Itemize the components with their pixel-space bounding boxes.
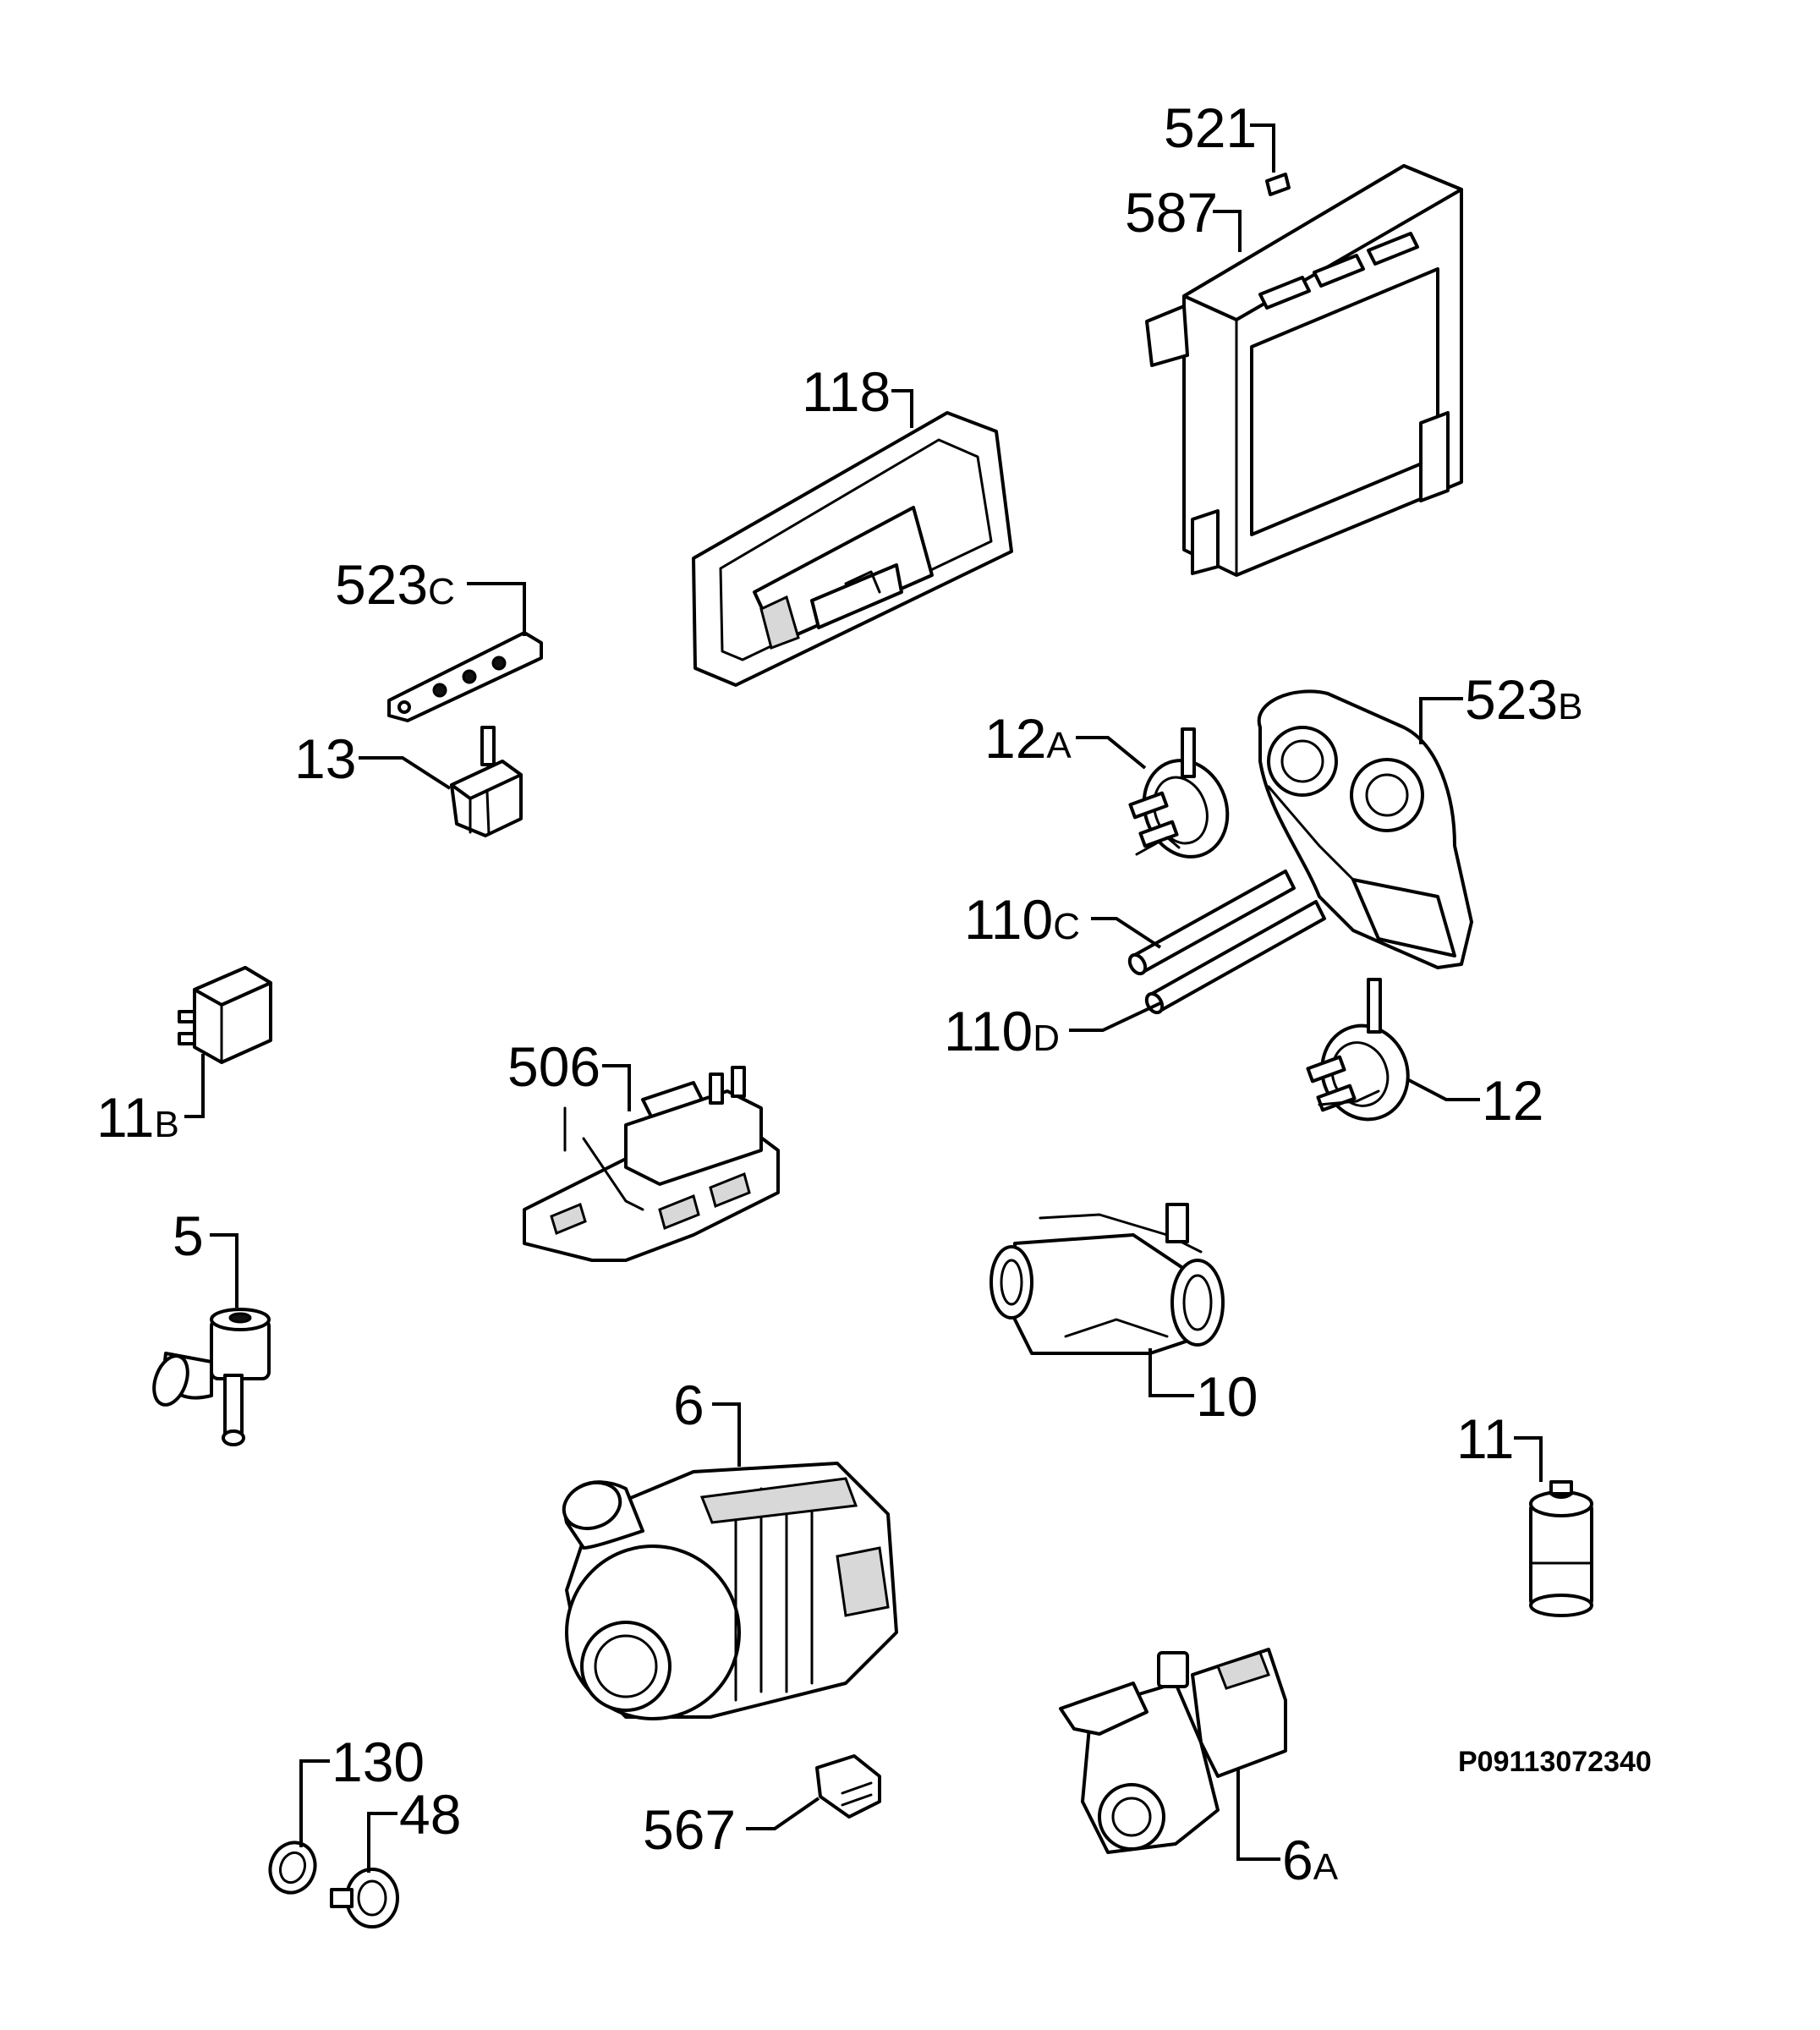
part-10-heater	[989, 1203, 1225, 1355]
leader-587	[1213, 210, 1242, 252]
leader-13	[359, 756, 452, 790]
leader-110d	[1069, 1001, 1161, 1032]
part-5-inlet-valve	[152, 1308, 271, 1446]
part-6-circulation-pump	[562, 1462, 898, 1720]
part-12a-pressure-switch	[1128, 727, 1230, 859]
part-523c-bracket	[387, 631, 543, 722]
callout-523c: 523C	[335, 553, 455, 616]
part-118-detergent-dispenser	[692, 411, 1013, 687]
leader-10	[1148, 1348, 1194, 1397]
leader-521	[1250, 123, 1275, 173]
leader-12	[1406, 1078, 1480, 1101]
callout-130: 130	[332, 1731, 425, 1793]
callout-5: 5	[173, 1204, 204, 1267]
leader-11	[1514, 1436, 1543, 1482]
callout-506: 506	[507, 1035, 600, 1098]
leader-110c	[1091, 917, 1162, 949]
part-48-sensor	[330, 1868, 399, 1928]
leader-11b	[184, 1054, 205, 1118]
part-12-pressure-switch	[1306, 978, 1410, 1122]
part-130-gasket	[268, 1841, 317, 1895]
callout-10: 10	[1196, 1365, 1258, 1428]
part-521-connector	[1265, 173, 1291, 196]
callout-12: 12	[1482, 1069, 1543, 1132]
callout-48: 48	[399, 1783, 461, 1846]
leader-lines	[184, 123, 1543, 1873]
leader-5	[210, 1233, 238, 1308]
part-11b-relay	[178, 966, 272, 1064]
leader-12a	[1076, 736, 1147, 770]
callout-587: 587	[1125, 181, 1218, 244]
leader-6a	[1236, 1768, 1280, 1861]
part-506-valve-unit	[523, 1066, 780, 1262]
part-11-capacitor	[1529, 1480, 1593, 1617]
callout-110d: 110D	[944, 1000, 1060, 1062]
leader-48	[367, 1812, 397, 1873]
callout-13: 13	[294, 727, 356, 790]
callout-12a: 12A	[984, 707, 1072, 770]
part-110c-hose	[1127, 870, 1296, 976]
part-567-clip	[815, 1754, 881, 1819]
leader-523c	[467, 582, 526, 636]
leader-118	[891, 389, 913, 428]
callout-6: 6	[673, 1374, 704, 1436]
callout-6a: 6A	[1282, 1829, 1339, 1891]
part-13-door-switch	[450, 726, 523, 837]
part-6a-drain-pump	[1059, 1648, 1287, 1854]
leader-6	[712, 1402, 741, 1467]
leader-523b	[1419, 697, 1463, 744]
callout-110c: 110C	[964, 888, 1080, 951]
callout-11b: 11B	[96, 1086, 179, 1149]
callout-521: 521	[1164, 96, 1257, 159]
leader-130	[299, 1759, 330, 1847]
callout-118: 118	[802, 360, 891, 423]
callout-567: 567	[643, 1798, 736, 1861]
callout-523b: 523B	[1465, 668, 1582, 731]
part-587-control-module	[1145, 164, 1463, 577]
leader-506	[602, 1064, 631, 1111]
drawing-code: P09113072340	[1458, 1746, 1652, 1778]
callout-11: 11	[1456, 1407, 1515, 1470]
leader-567	[746, 1797, 820, 1830]
part-523b-pressure-chamber	[1257, 689, 1473, 969]
